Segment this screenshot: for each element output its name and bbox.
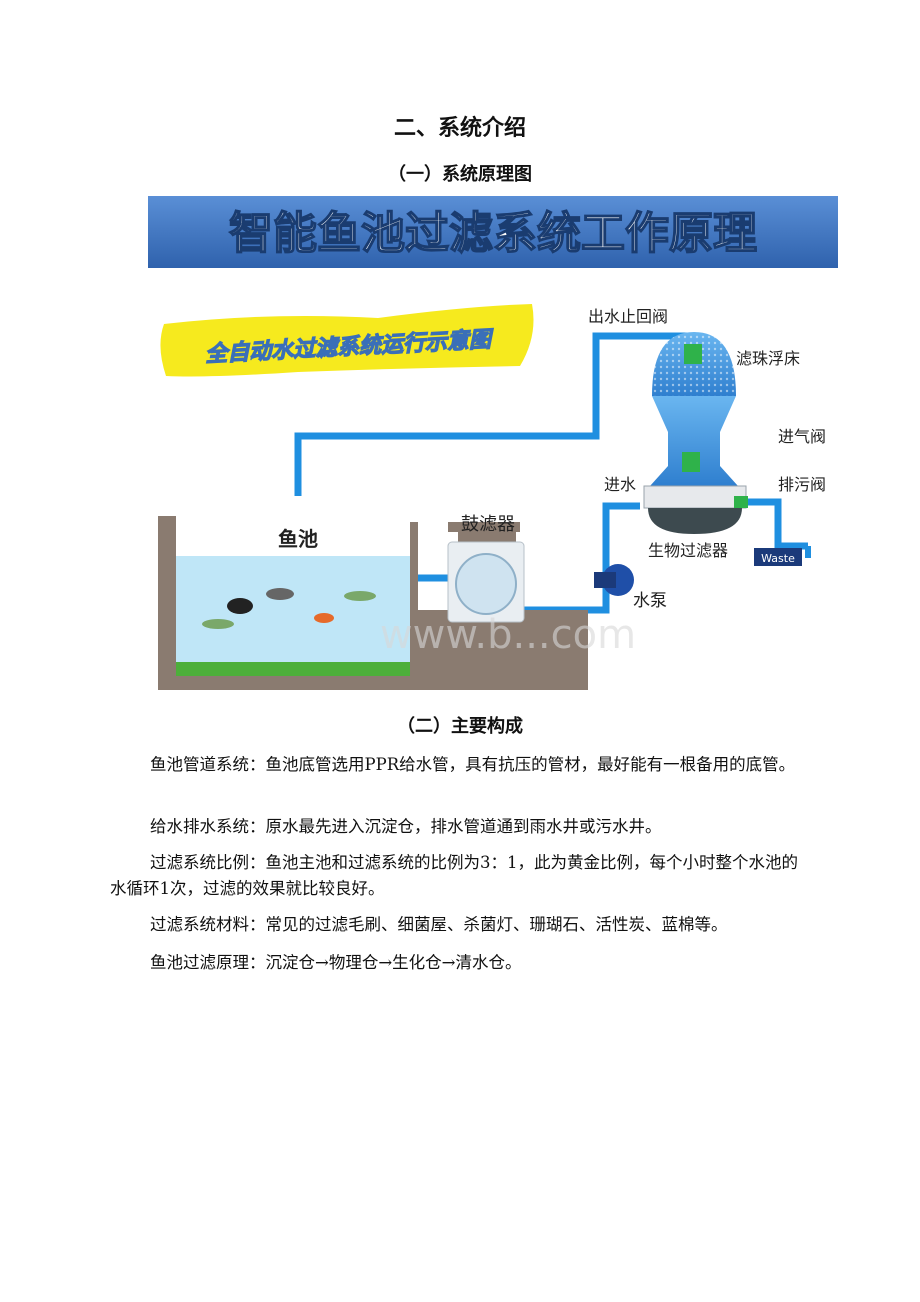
paragraph-water-supply: 给水排水系统：原水最先进入沉淀仓，排水管道通到雨水井或污水井。 xyxy=(150,817,662,836)
water-inlet-label: 进水 xyxy=(604,475,636,494)
fish xyxy=(227,598,253,614)
paragraph-filter-ratio: 过滤系统比例：鱼池主池和过滤系统的比例为3：1，此为黄金比例，每个小时整个水池的… xyxy=(110,853,798,898)
banner-title: 智能鱼池过滤系统工作原理 xyxy=(229,208,757,259)
bead-bed-label: 滤珠浮床 xyxy=(736,349,800,368)
subsection-title-diagram: （一）系统原理图 xyxy=(388,164,532,185)
paragraph-pipe-system: 鱼池管道系统：鱼池底管选用PPR给水管，具有抗压的管材，最好能有一根备用的底管。 xyxy=(150,755,796,774)
waste-container: Waste xyxy=(754,546,811,566)
fish xyxy=(344,591,376,601)
banner xyxy=(148,196,838,268)
paragraph-filter-materials: 过滤系统材料：常见的过滤毛刷、细菌屋、杀菌灯、珊瑚石、活性炭、蓝棉等。 xyxy=(150,915,728,934)
bio-filter-label: 生物过滤器 xyxy=(648,541,728,560)
pond-water xyxy=(176,556,410,676)
pump-label: 水泵 xyxy=(633,591,667,611)
paragraph-filter-principle: 鱼池过滤原理：沉淀仓→物理仓→生化仓→清水仓。 xyxy=(150,953,522,972)
water-pump: 水泵 xyxy=(594,564,667,611)
fish xyxy=(202,619,234,629)
drain-valve-label: 排污阀 xyxy=(778,475,826,494)
watermark: www.b...com xyxy=(380,612,636,658)
section-title: 二、系统介绍 xyxy=(393,115,526,141)
yellow-caption-shape xyxy=(160,304,534,377)
subsection-title-components: （二）主要构成 xyxy=(397,716,523,737)
air-valve-label: 进气阀 xyxy=(778,427,826,446)
drum-filter: 鼓滤器 xyxy=(447,514,525,623)
drum-filter-label: 鼓滤器 xyxy=(461,514,515,535)
fish xyxy=(266,588,294,600)
waste-label: Waste xyxy=(761,552,795,565)
fish-pond-label: 鱼池 xyxy=(278,527,318,551)
bio-filter-tower: 滤珠浮床 进气阀 排污阀 进水 生物过滤器 出水止回阀 xyxy=(588,307,826,560)
outlet-valve-label: 出水止回阀 xyxy=(588,307,668,326)
filter-system-diagram: 智能鱼池过滤系统工作原理 全自动水过滤系统运行示意图 鱼池 鼓滤器 水泵 xyxy=(148,196,838,690)
fish xyxy=(314,613,334,623)
